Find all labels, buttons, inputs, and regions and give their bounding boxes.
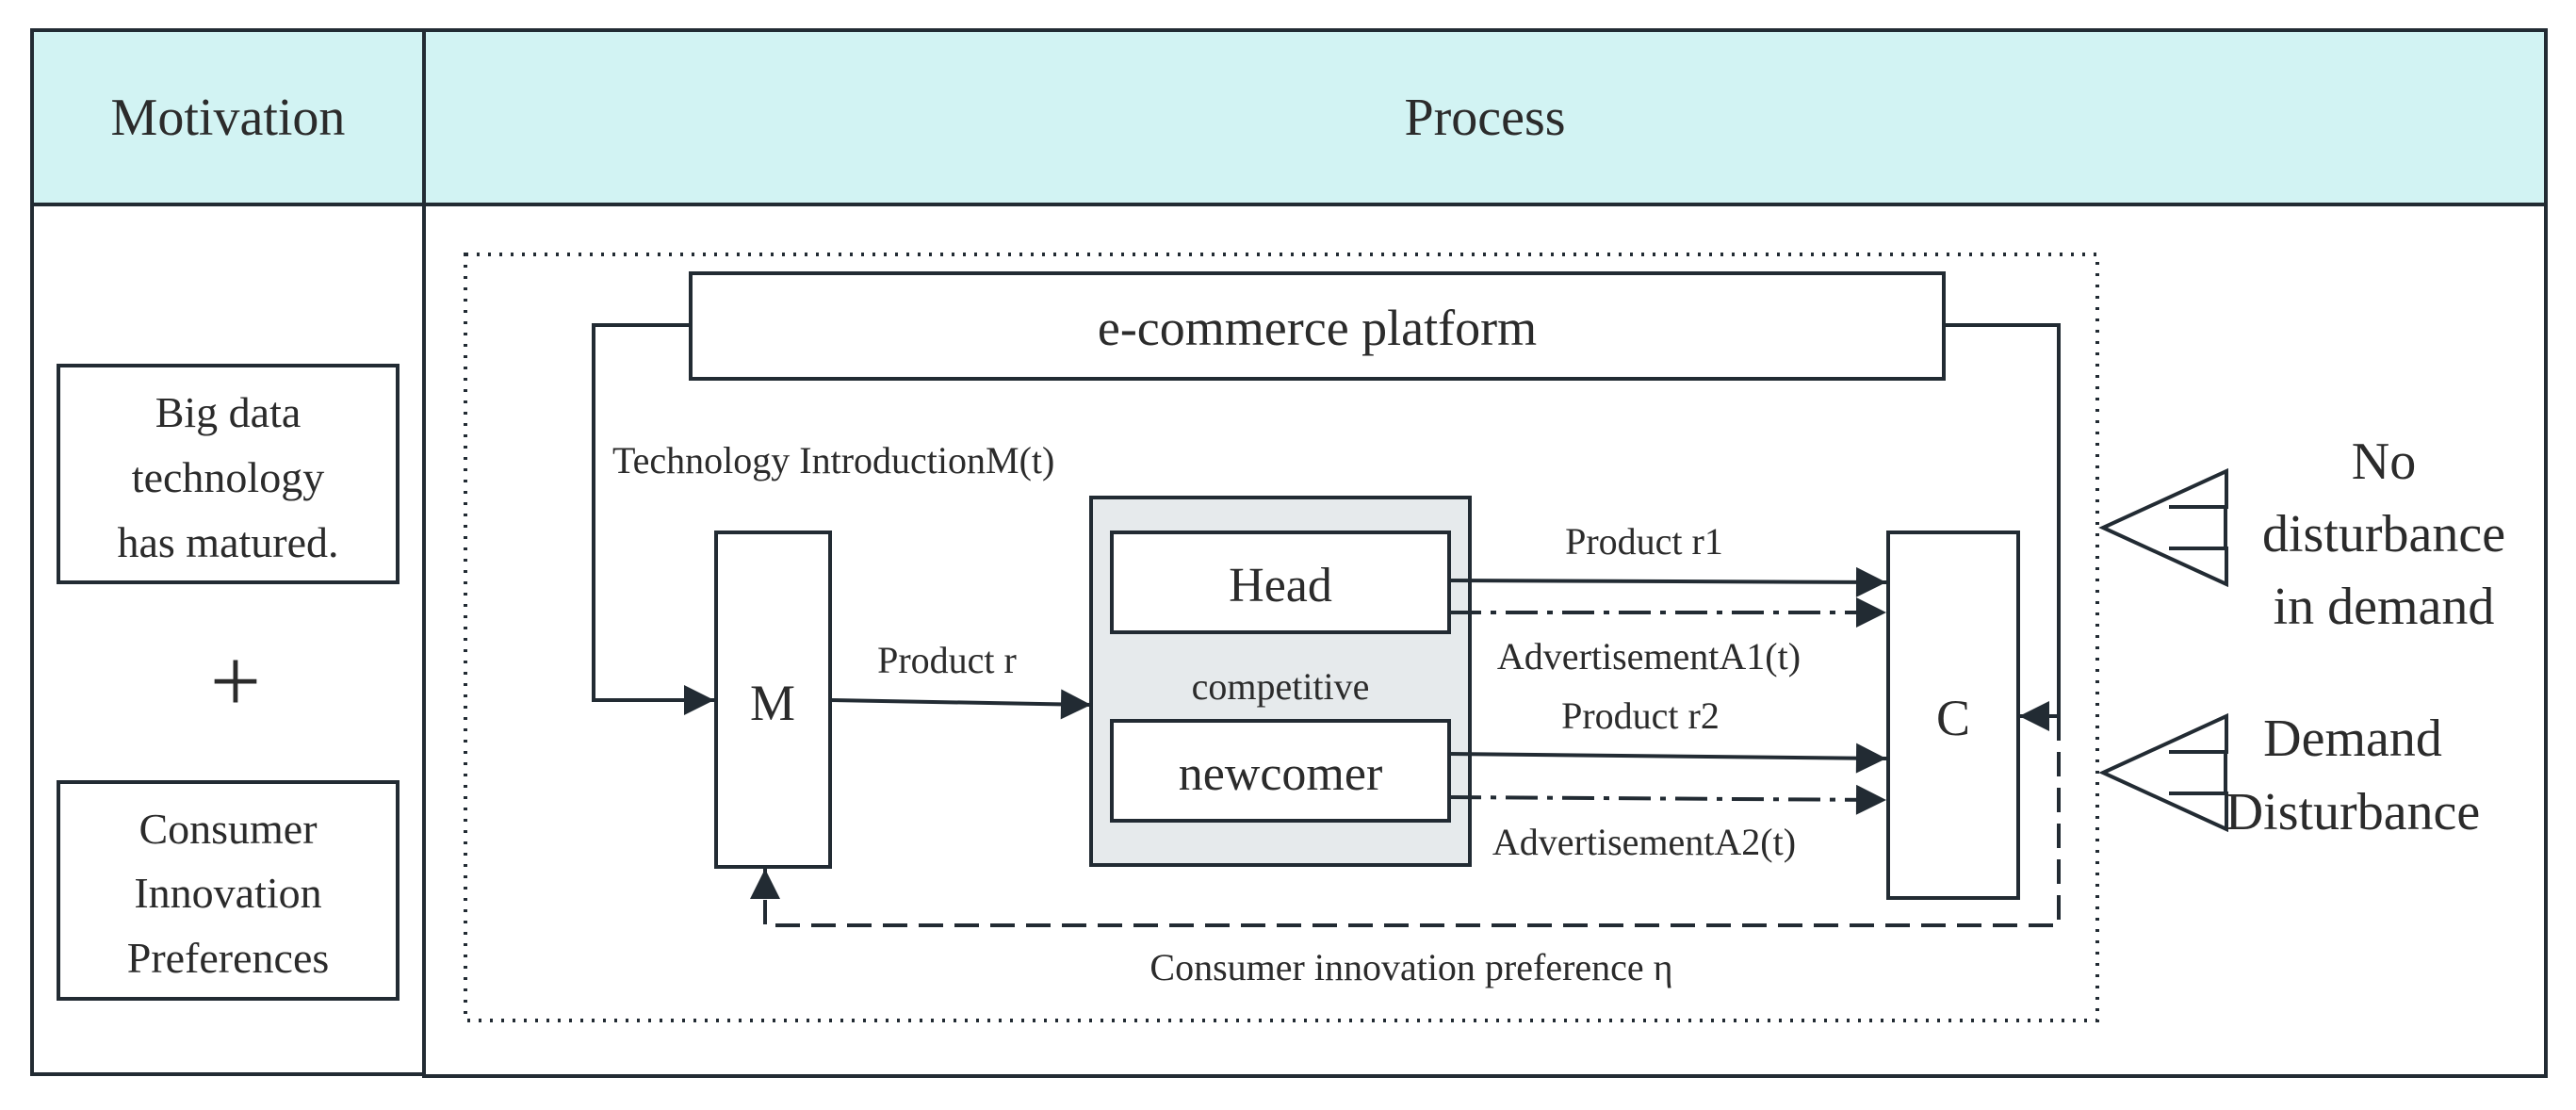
header-row-bg	[30, 28, 2548, 206]
demand-disturbance-line-2: Disturbance	[2225, 783, 2481, 841]
consumer-pref-label: Consumer innovation preference η	[1149, 946, 1672, 988]
m-node	[714, 531, 832, 869]
m-node-label: M	[750, 675, 795, 731]
newcomer-box	[1110, 719, 1451, 823]
c-node-label: C	[1936, 690, 1970, 746]
tech-intro-label: Technology IntroductionM(t)	[612, 439, 1054, 482]
platform-label: e-commerce platform	[1098, 300, 1537, 356]
no-disturbance-arrow-shaft	[2169, 505, 2227, 550]
process-column	[422, 203, 2548, 1078]
ad-a1-label: AdvertisementA1(t)	[1497, 635, 1801, 677]
system-boundary	[464, 253, 2099, 1022]
big-data-line-2: technology	[132, 453, 324, 501]
newcomer-label: newcomer	[1179, 747, 1383, 801]
plus-sign: +	[210, 630, 261, 731]
product-r2-label: Product r2	[1561, 694, 1720, 737]
c-node	[1886, 531, 2020, 900]
ad-a2-arrow	[1448, 784, 1887, 815]
big-data-box	[57, 364, 399, 584]
no-disturbance-line-2: disturbance	[2262, 505, 2505, 563]
competitive-label: competitive	[1192, 665, 1370, 708]
big-data-line-3: has matured.	[117, 518, 338, 566]
framework-table: Motivation Process	[30, 28, 2548, 1078]
product-r-arrow	[829, 689, 1092, 720]
tech-intro-line	[592, 323, 714, 715]
no-disturbance-line-3: in demand	[2274, 578, 2495, 636]
consumer-pref-line-3: Preferences	[127, 934, 330, 982]
process-header: Process	[1404, 89, 1565, 147]
demand-disturbance-line-1: Demand	[2263, 710, 2442, 768]
head-label: Head	[1229, 559, 1332, 612]
consumer-pref-line-1: Consumer	[139, 805, 317, 853]
product-r1-arrow	[1448, 566, 1887, 597]
demand-disturbance-arrow-shaft	[2169, 750, 2227, 795]
product-r-label: Product r	[877, 639, 1017, 681]
no-disturbance-line-1: No	[2352, 433, 2416, 491]
product-r1-label: Product r1	[1565, 520, 1723, 563]
motivation-content: Big data technology has matured. + Consu…	[57, 364, 399, 1001]
motivation-header: Motivation	[111, 89, 346, 147]
consumer-pref-line-2: Innovation	[134, 869, 321, 917]
ad-a2-label: AdvertisementA2(t)	[1492, 821, 1796, 863]
consumer-pref-box	[57, 780, 399, 1001]
head-box	[1110, 531, 1451, 634]
platform-box	[689, 271, 1946, 381]
platform-to-c-line	[1944, 323, 2061, 731]
product-r2-arrow	[1448, 743, 1887, 774]
big-data-line-1: Big data	[155, 388, 302, 436]
